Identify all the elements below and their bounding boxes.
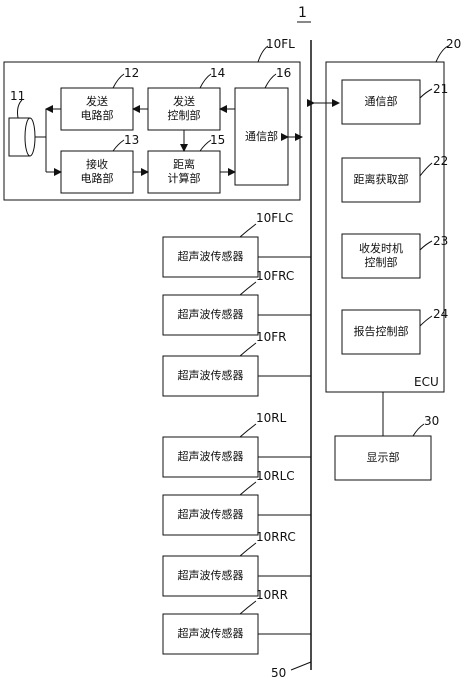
tx-circuit-ref: 12 (124, 66, 140, 80)
ecu-distance-label: 距离获取部 (353, 173, 409, 187)
sensor-ref: 10FRC (256, 269, 295, 283)
comm-ref: 16 (276, 66, 292, 80)
tx-circuit-label: 发送 电路部 (80, 95, 114, 122)
ecu-report-leader (419, 315, 433, 327)
rx-circuit-ref: 13 (124, 133, 140, 147)
sensor-ref: 10FLC (256, 211, 294, 225)
ecu-box (325, 61, 445, 393)
sensor-ref: 10FR (256, 330, 287, 344)
ecu-comm-leader (419, 88, 433, 99)
ecu-distance-box (341, 157, 421, 203)
ecu-distance-leader (419, 162, 433, 177)
ecu-comm-ref: 21 (433, 82, 449, 96)
ecu-leader (435, 45, 449, 63)
display-leader (412, 423, 425, 437)
sensor-leader (239, 423, 257, 438)
sensor-label: 超声波传感器 (177, 569, 244, 583)
ecu-timing-label: 收发时机 控制部 (359, 242, 403, 269)
sensor-ref: 10RRC (256, 530, 296, 544)
rx-circuit-leader (112, 139, 125, 152)
comm-leader (264, 73, 277, 89)
ecu-ref: 20 (446, 37, 462, 51)
sensor-leader (239, 542, 257, 557)
display-box (334, 435, 432, 481)
sensor-leader (239, 342, 257, 357)
display-ref: 30 (424, 414, 440, 428)
display-label: 显示部 (366, 451, 400, 465)
sensor-ref: 10RLC (256, 469, 295, 483)
transducer-leader (17, 99, 23, 119)
distance-calc-leader (199, 139, 212, 152)
ecu-report-box (341, 309, 421, 355)
ecu-timing-leader (419, 240, 433, 251)
distance-calc-label: 距离 计算部 (167, 158, 201, 185)
sensor-label: 超声波传感器 (177, 627, 244, 641)
sensor-leader (239, 481, 257, 496)
sensor-leader (239, 281, 257, 296)
ecu-report-ref: 24 (433, 307, 449, 321)
comm-label: 通信部 (245, 129, 278, 143)
front-unit-box (3, 61, 301, 201)
figure-ref: 1 (298, 5, 307, 21)
sensor-label: 超声波传感器 (177, 250, 244, 264)
sensor-label: 超声波传感器 (177, 508, 244, 522)
distance-calc-ref: 15 (210, 133, 226, 147)
tx-control-label: 发送 控制部 (167, 95, 201, 122)
ecu-timing-ref: 23 (433, 234, 449, 248)
tx-control-leader (199, 73, 212, 89)
bus-ref: 50 (271, 666, 287, 680)
bus-ref-leader (290, 661, 312, 671)
sensor-label: 超声波传感器 (177, 308, 244, 322)
ecu-report-label: 报告控制部 (353, 325, 409, 339)
sensor-label: 超声波传感器 (177, 450, 244, 464)
front-unit-ref: 10FL (266, 37, 295, 51)
front-unit-leader (257, 45, 269, 63)
sensor-label: 超声波传感器 (177, 369, 244, 383)
sensor-ref: 10RR (256, 588, 288, 602)
ecu-comm-box (341, 79, 421, 125)
tx-control-ref: 14 (210, 66, 226, 80)
ecu-distance-ref: 22 (433, 154, 449, 168)
transducer-ref: 11 (10, 89, 26, 103)
sensor-leader (239, 600, 257, 615)
sensor-leader (239, 223, 257, 238)
ecu-timing-box (341, 233, 421, 279)
ecu-name: ECU (414, 375, 439, 389)
rx-circuit-label: 接收 电路部 (80, 158, 114, 185)
transducer-face (24, 117, 36, 157)
ecu-comm-label: 通信部 (364, 95, 398, 109)
sensor-ref: 10RL (256, 411, 287, 425)
tx-circuit-leader (112, 73, 125, 89)
